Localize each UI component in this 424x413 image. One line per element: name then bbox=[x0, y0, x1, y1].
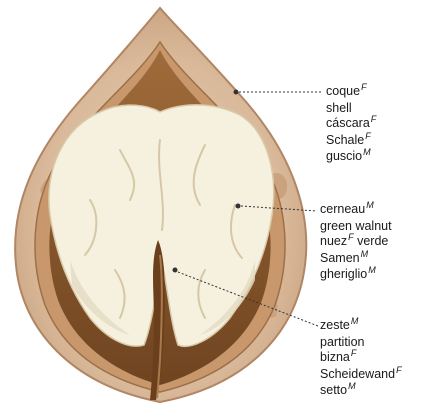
label-line: partition bbox=[320, 335, 402, 351]
label-line: cerneauM bbox=[320, 202, 392, 219]
label-line: zesteM bbox=[320, 318, 402, 335]
label-line: green walnut bbox=[320, 219, 392, 235]
label-line: gheriglioM bbox=[320, 267, 392, 284]
leader-shell bbox=[234, 90, 324, 95]
label-line: ScheidewandF bbox=[320, 367, 402, 384]
label-line: nuezF verde bbox=[320, 234, 392, 251]
label-line: SamenM bbox=[320, 251, 392, 268]
label-group-kernel: cerneauM green walnut nuezF verde SamenM… bbox=[320, 202, 392, 284]
label-line: shell bbox=[326, 101, 376, 117]
label-group-shell: coqueF shell cáscaraF SchaleF guscioM bbox=[326, 84, 376, 166]
label-group-partition: zesteM partition biznaF ScheidewandF set… bbox=[320, 318, 402, 400]
label-line: guscioM bbox=[326, 149, 376, 166]
label-line: settoM bbox=[320, 383, 402, 400]
label-line: biznaF bbox=[320, 350, 402, 367]
label-line: coqueF bbox=[326, 84, 376, 101]
